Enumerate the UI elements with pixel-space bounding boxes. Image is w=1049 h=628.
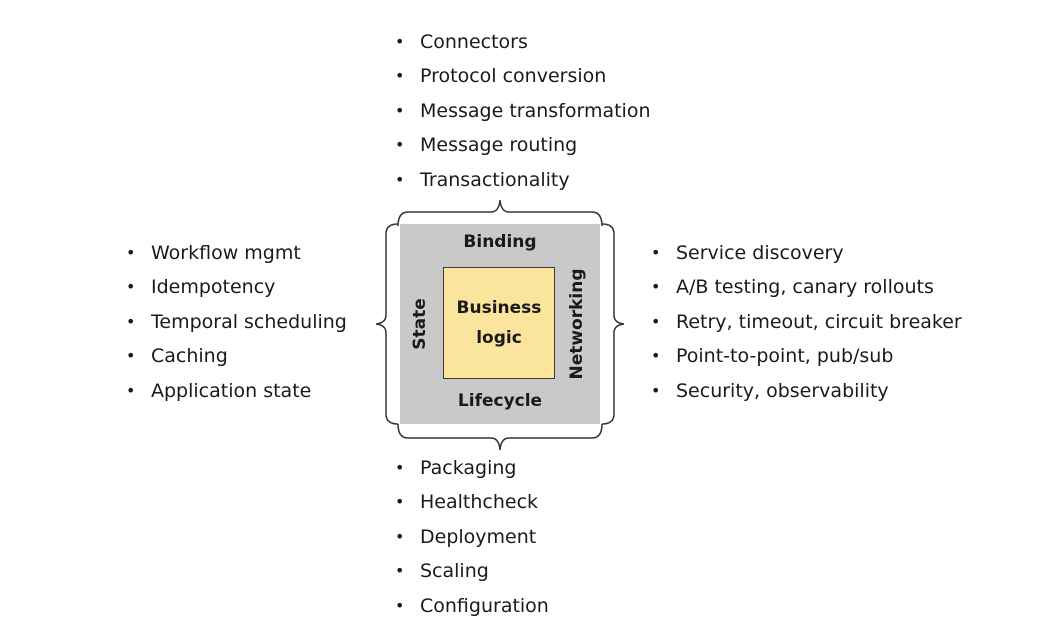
- lifecycle-label: Lifecycle: [457, 391, 543, 411]
- list-item-text: Protocol conversion: [420, 65, 607, 88]
- list-item: • Protocol conversion: [395, 59, 651, 93]
- networking-capabilities-list: • Service discovery • A/B testing, canary …: [651, 236, 962, 408]
- bullet-icon: •: [651, 380, 661, 400]
- bullet-icon: •: [395, 595, 405, 615]
- list-item-text: Workflow mgmt: [151, 242, 301, 264]
- bullet-icon: •: [126, 243, 136, 262]
- list-item: • Caching: [126, 339, 347, 373]
- list-item-text: Deployment: [420, 525, 537, 548]
- list-item: • Retry, timeout, circuit breaker: [651, 305, 962, 339]
- list-item: • Idempotency: [126, 270, 347, 304]
- list-item-text: Service discovery: [676, 242, 844, 264]
- bullet-icon: •: [126, 380, 136, 400]
- bullet-icon: •: [395, 169, 405, 189]
- bullet-icon: •: [395, 100, 405, 120]
- bullet-icon: •: [126, 277, 136, 297]
- list-item: • Packaging: [395, 451, 549, 485]
- list-item-text: Caching: [151, 345, 228, 368]
- right-brace: [601, 223, 625, 425]
- business-logic-box: Business logic: [443, 267, 555, 379]
- list-item: • A/B testing, canary rollouts: [651, 270, 962, 304]
- top-brace: [397, 199, 603, 227]
- list-item-text: Temporal scheduling: [151, 310, 347, 333]
- list-item: • Connectors: [395, 25, 651, 59]
- bullet-icon: •: [126, 311, 136, 331]
- list-item: • Temporal scheduling: [126, 305, 347, 339]
- list-item-text: Transactionality: [420, 168, 570, 191]
- list-item: • Message routing: [395, 128, 651, 162]
- bullet-icon: •: [651, 346, 661, 366]
- bullet-icon: •: [395, 492, 405, 512]
- binding-capabilities-list: • Connectors • Protocol conversion • Messag…: [395, 25, 651, 197]
- list-item: • Deployment: [395, 520, 549, 554]
- list-item-text: Retry, timeout, circuit breaker: [676, 310, 962, 333]
- list-item-text: Point-to-point, pub/sub: [676, 345, 894, 368]
- business-logic-label: Business logic: [456, 298, 542, 348]
- list-item: • Point-to-point, pub/sub: [651, 339, 962, 373]
- bullet-icon: •: [651, 243, 661, 262]
- list-item-text: A/B testing, canary rollouts: [676, 276, 934, 299]
- list-item: • Service discovery: [651, 236, 962, 270]
- bullet-icon: •: [395, 66, 405, 86]
- bullet-icon: •: [395, 526, 405, 546]
- list-item: • Message transformation: [395, 94, 651, 128]
- bullet-icon: •: [395, 561, 405, 581]
- list-item: • Security, observability: [651, 374, 962, 408]
- bullet-icon: •: [126, 346, 136, 366]
- binding-label: Binding: [463, 232, 537, 252]
- list-item-text: Security, observability: [676, 379, 889, 402]
- bullet-icon: •: [651, 311, 661, 331]
- list-item: • Scaling: [395, 554, 549, 588]
- bullet-icon: •: [395, 458, 405, 477]
- bullet-icon: •: [395, 135, 405, 155]
- bullet-icon: •: [395, 32, 405, 51]
- list-item-text: Message routing: [420, 134, 578, 157]
- list-item: • Healthcheck: [395, 485, 549, 519]
- list-item-text: Healthcheck: [420, 491, 539, 514]
- list-item: • Configuration: [395, 589, 549, 623]
- bullet-icon: •: [651, 277, 661, 297]
- list-item-text: Configuration: [420, 594, 549, 617]
- list-item: • Application state: [126, 374, 347, 408]
- list-item: • Workflow mgmt: [126, 236, 347, 270]
- list-item-text: Application state: [151, 379, 312, 402]
- lifecycle-capabilities-list: • Packaging • Healthcheck • Deployment • Sca…: [395, 451, 549, 623]
- bottom-brace: [397, 423, 603, 451]
- list-item-text: Connectors: [420, 31, 528, 53]
- left-brace: [375, 223, 399, 425]
- list-item-text: Idempotency: [151, 276, 276, 299]
- list-item-text: Packaging: [420, 457, 517, 479]
- list-item-text: Message transformation: [420, 99, 651, 122]
- list-item: • Transactionality: [395, 163, 651, 197]
- list-item-text: Scaling: [420, 560, 489, 583]
- state-capabilities-list: • Workflow mgmt • Idempotency • Temporal sc…: [126, 236, 347, 408]
